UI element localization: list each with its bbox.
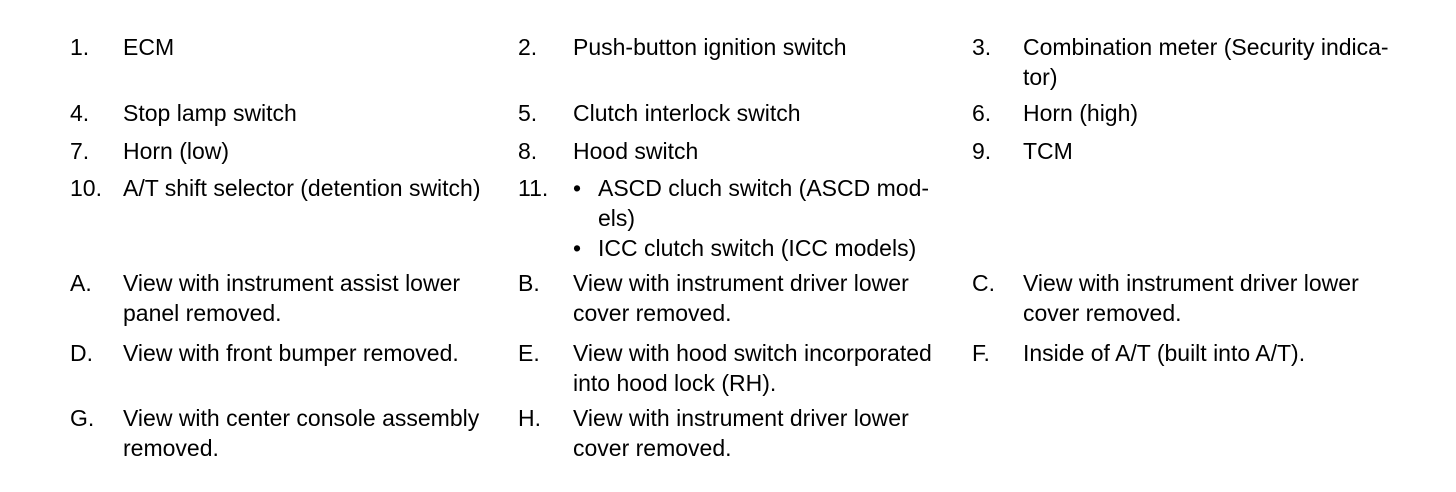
item-number: 7. [70,138,90,164]
legend-item-9: 9. TCM [970,136,1456,166]
item-text: View with center console assembly remove… [123,403,517,463]
item-text-line: ASCD cluch switch (ASCD mod- [598,175,930,201]
item-text: View with hood switch incorporated into … [573,338,970,398]
item-text: View with instrument assist lower panel … [123,268,517,328]
item-text: Horn (high) [1023,98,1456,128]
legend-item-7: 7. Horn (low) [63,136,517,166]
item-number: 3. [972,34,992,60]
legend-item-A: A. View with instrument assist lower pan… [63,268,517,328]
legend-item-10: 10. A/T shift selector (detention switch… [63,173,517,203]
legend-item-5: 5. Clutch interlock switch [517,98,970,128]
legend-item-8: 8. Hood switch [517,136,970,166]
item-text-line: View with center console assembly [123,405,480,431]
item-text: Stop lamp switch [123,98,517,128]
item-text-line: cover removed. [573,300,732,326]
item-text-line: tor) [1023,64,1058,90]
item-text: View with front bumper removed. [123,338,517,368]
item-text: TCM [1023,136,1456,166]
item-text-line: Stop lamp switch [123,100,297,126]
item-letter: F. [972,340,990,366]
item-text: View with instrument driver lower cover … [573,403,970,463]
bullet-icon: • [573,175,582,201]
item-letter: G. [70,405,95,431]
item-number: 8. [518,138,538,164]
item-text-line: Combination meter (Security indica- [1023,34,1389,60]
item-number: 4. [70,100,90,126]
item-text-line: panel removed. [123,300,282,326]
item-letter: A. [70,270,92,296]
item-text-line: els) [598,205,636,231]
item-text-line: View with instrument driver lower [573,270,909,296]
item-text: Combination meter (Security indica- tor) [1023,32,1456,92]
legend-item-F: F. Inside of A/T (built into A/T). [970,338,1456,368]
item-number: 6. [972,100,992,126]
item-letter: D. [70,340,93,366]
bullet-item: • ASCD cluch switch (ASCD mod- els) [573,173,970,233]
item-text: A/T shift selector (detention switch) [123,173,517,203]
legend-row: D. View with front bumper removed. E. Vi… [63,338,1456,398]
item-text-line: TCM [1023,138,1073,164]
item-letter: E. [518,340,540,366]
legend-item-4: 4. Stop lamp switch [63,98,517,128]
item-letter: C. [972,270,995,296]
item-text-line: Horn (low) [123,138,230,164]
item-text: Horn (low) [123,136,517,166]
legend-item-6: 6. Horn (high) [970,98,1456,128]
item-number: 1. [70,34,90,60]
item-text: View with instrument driver lower cover … [1023,268,1456,328]
legend-item-B: B. View with instrument driver lower cov… [517,268,970,328]
bullet-text: ICC clutch switch (ICC models) [598,233,916,263]
item-text-line: A/T shift selector (detention switch) [123,175,481,201]
item-text-line: View with instrument driver lower [1023,270,1359,296]
item-text-line: cover removed. [573,435,732,461]
item-number: 2. [518,34,538,60]
legend-row: 7. Horn (low) 8. Hood switch 9. TCM [63,136,1456,166]
bullet-text: ASCD cluch switch (ASCD mod- els) [598,173,929,233]
legend: 1. ECM 2. Push-button ignition switch 3.… [63,32,1456,463]
legend-item-11: 11. • ASCD cluch switch (ASCD mod- els) … [517,173,970,263]
item-text-line: ECM [123,34,175,60]
item-letter: B. [518,270,540,296]
item-text-line: ICC clutch switch (ICC models) [598,235,917,261]
item-number: 5. [518,100,538,126]
legend-item-D: D. View with front bumper removed. [63,338,517,368]
item-text-line: cover removed. [1023,300,1182,326]
legend-row: 4. Stop lamp switch 5. Clutch interlock … [63,98,1456,128]
item-text: • ASCD cluch switch (ASCD mod- els) • IC… [573,173,970,263]
item-text: Inside of A/T (built into A/T). [1023,338,1456,368]
legend-item-E: E. View with hood switch incorporated in… [517,338,970,398]
item-text-line: Push-button ignition switch [573,34,847,60]
legend-row: A. View with instrument assist lower pan… [63,268,1456,328]
legend-item-2: 2. Push-button ignition switch [517,32,970,62]
legend-item-3: 3. Combination meter (Security indica- t… [970,32,1456,92]
legend-row: 10. A/T shift selector (detention switch… [63,173,1456,263]
item-letter: H. [518,405,541,431]
item-text: ECM [123,32,517,62]
item-text: Hood switch [573,136,970,166]
item-text-line: Clutch interlock switch [573,100,801,126]
bullet-item: • ICC clutch switch (ICC models) [573,233,970,263]
item-text-line: Hood switch [573,138,699,164]
item-text-line: Inside of A/T (built into A/T). [1023,340,1306,366]
item-text-line: View with front bumper removed. [123,340,459,366]
item-number: 9. [972,138,992,164]
item-text: View with instrument driver lower cover … [573,268,970,328]
legend-item-C: C. View with instrument driver lower cov… [970,268,1456,328]
item-text-line: into hood lock (RH). [573,370,777,396]
legend-item-1: 1. ECM [63,32,517,62]
item-text-line: View with instrument driver lower [573,405,909,431]
legend-item-H: H. View with instrument driver lower cov… [517,403,970,463]
legend-row: G. View with center console assembly rem… [63,403,1456,463]
item-text: Push-button ignition switch [573,32,970,62]
item-text-line: Horn (high) [1023,100,1139,126]
item-text-line: View with instrument assist lower [123,270,461,296]
item-number: 10. [70,175,102,201]
bullet-icon: • [573,235,582,261]
item-number: 11. [518,175,549,201]
item-text-line: removed. [123,435,219,461]
legend-row: 1. ECM 2. Push-button ignition switch 3.… [63,32,1456,92]
legend-item-G: G. View with center console assembly rem… [63,403,517,463]
item-text: Clutch interlock switch [573,98,970,128]
item-text-line: View with hood switch incorporated [573,340,932,366]
